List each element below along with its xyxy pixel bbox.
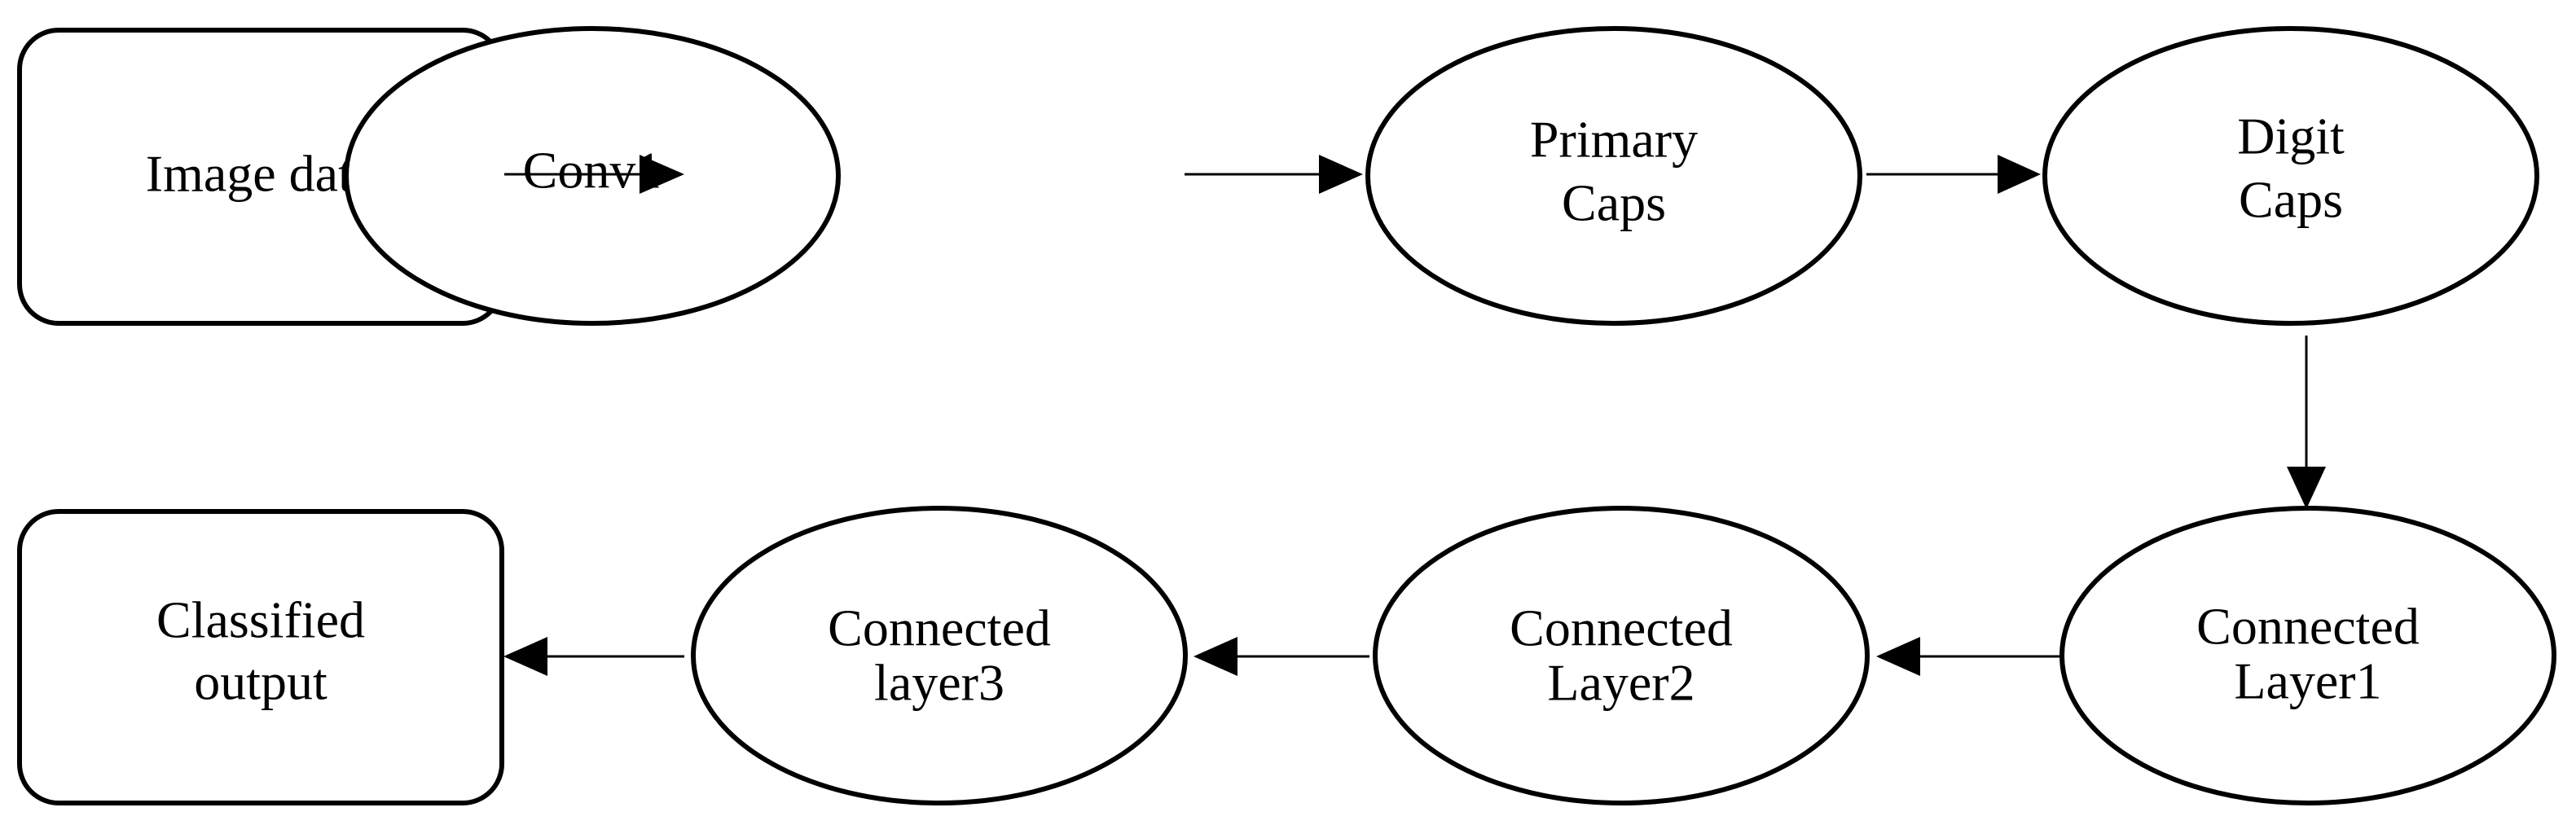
edge-digit-caps-to-connected-layer1	[2287, 336, 2326, 509]
connected-layer1-ellipse	[2059, 506, 2556, 805]
primary-caps-ellipse	[1365, 26, 1862, 326]
arrow-head-left	[503, 637, 547, 676]
connected-layer2-ellipse	[1373, 506, 1870, 805]
edge-image-data-to-conv1	[504, 155, 684, 194]
image-data-label: Image data	[146, 145, 376, 203]
classified-output-label-line1: Classified	[156, 591, 365, 649]
node-conv1: Conv1	[344, 26, 841, 326]
connected-layer3-ellipse	[691, 506, 1188, 805]
node-primary-caps: Primary Caps	[1365, 26, 1862, 326]
arrow-head-left	[1193, 637, 1237, 676]
node-connected-layer3: Connected layer3	[691, 506, 1188, 805]
edge-primary-caps-to-digit-caps	[1866, 155, 2041, 194]
node-digit-caps: Digit Caps	[2042, 26, 2539, 326]
classified-output-label-line2: output	[194, 653, 327, 711]
connected-layer3-label-line1: Connected	[828, 599, 1051, 657]
digit-caps-label-line1: Digit	[2237, 108, 2345, 165]
arrow-head-right	[640, 155, 684, 194]
arrow-head-right	[1998, 155, 2041, 194]
arrow-head-left	[1876, 637, 1920, 676]
node-connected-layer2: Connected Layer2	[1373, 506, 1870, 805]
digit-caps-label-line2: Caps	[2239, 171, 2343, 229]
connected-layer1-label-line1: Connected	[2196, 598, 2420, 656]
connected-layer2-label-line2: Layer2	[1547, 654, 1695, 712]
conv1-ellipse	[344, 26, 841, 326]
arrow-head-down	[2287, 467, 2326, 509]
classified-output-box	[17, 509, 504, 805]
primary-caps-label-line2: Caps	[1562, 174, 1666, 232]
edge-connected-layer3-to-classified-output	[503, 637, 684, 676]
edge-connected-layer2-to-connected-layer3	[1193, 637, 1369, 676]
connected-layer2-label-line1: Connected	[1510, 599, 1733, 657]
edge-connected-layer1-to-connected-layer2	[1876, 637, 2059, 676]
edge-conv1-to-primary-caps	[1185, 155, 1363, 194]
connected-layer1-label-line2: Layer1	[2234, 652, 2381, 710]
digit-caps-ellipse	[2042, 26, 2539, 326]
primary-caps-label-line1: Primary	[1530, 111, 1698, 169]
conv1-label: Conv1	[523, 142, 662, 200]
arrow-head-right	[1319, 155, 1363, 194]
node-classified-output: Classified output	[17, 509, 504, 805]
node-connected-layer1: Connected Layer1	[2059, 506, 2556, 805]
connected-layer3-label-line2: layer3	[874, 654, 1004, 712]
